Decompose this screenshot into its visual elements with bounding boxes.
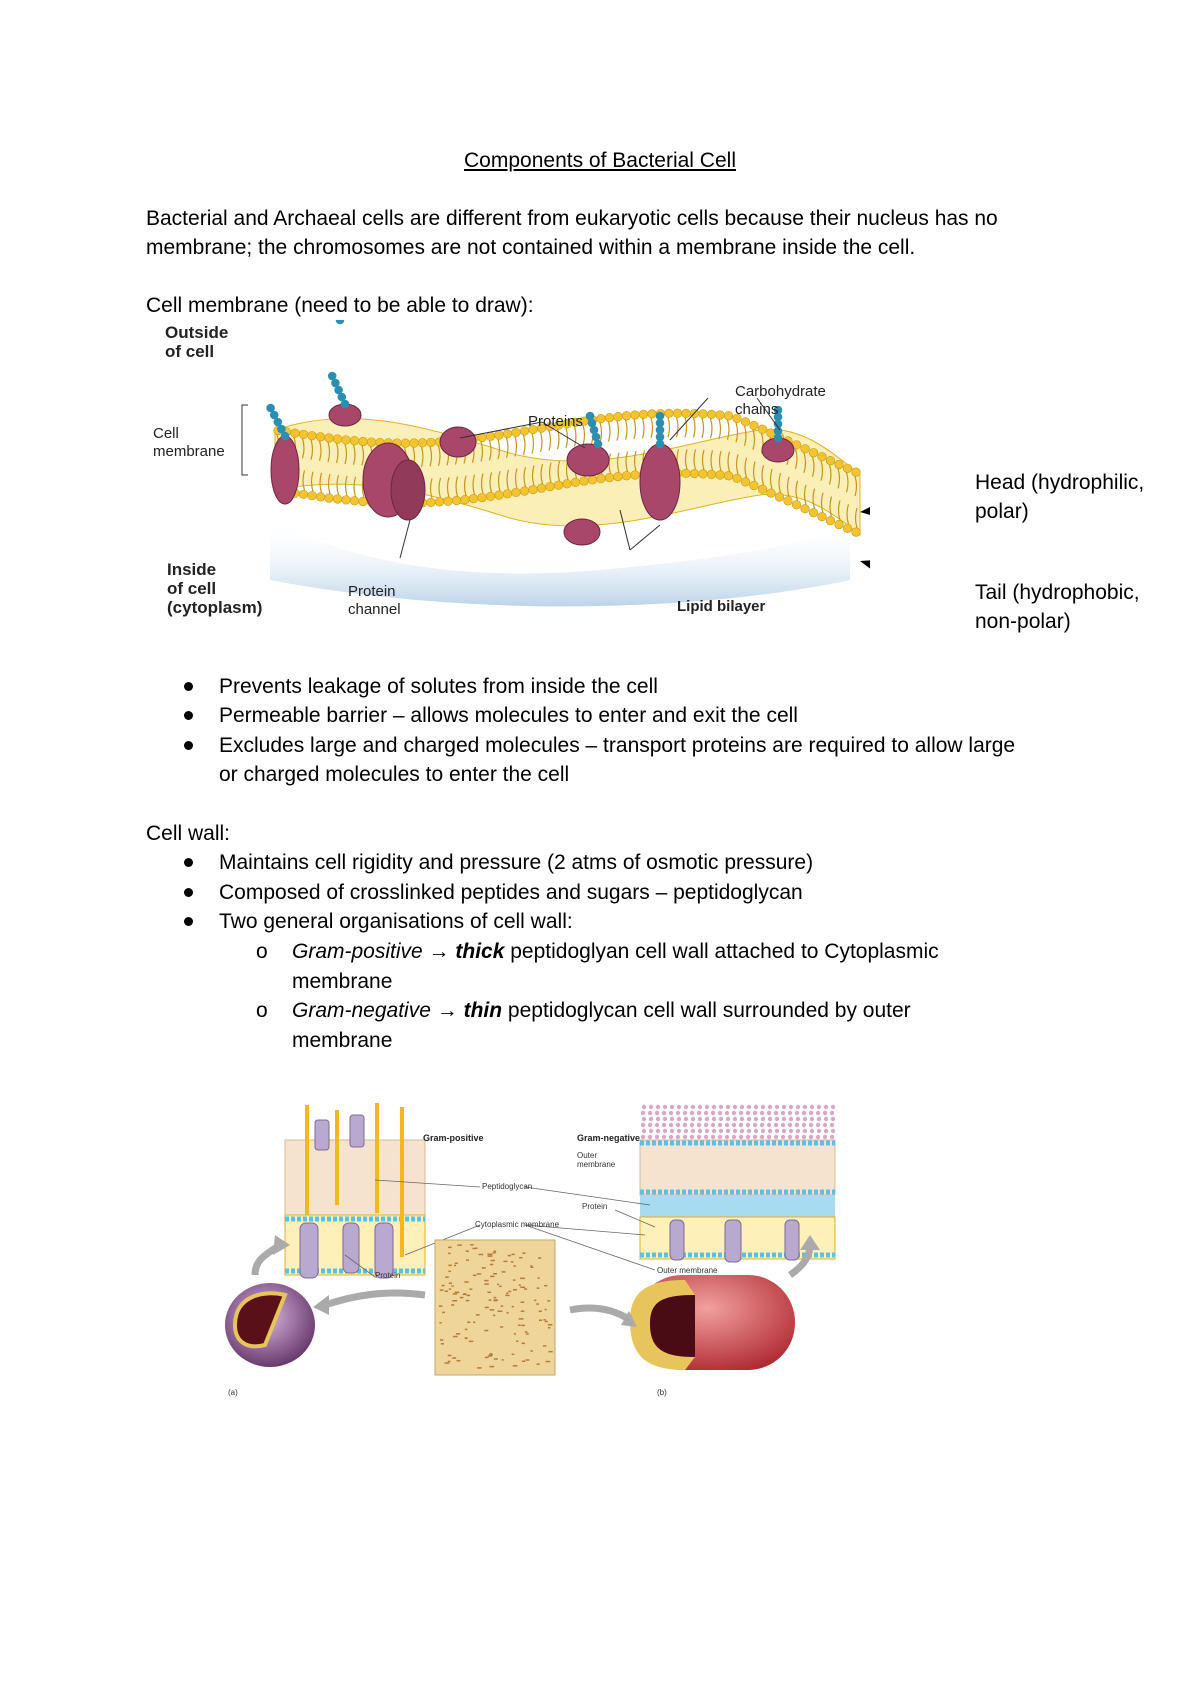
- membrane-bullet-3-cont: or charged molecules to enter the cell: [219, 763, 570, 786]
- cell-membrane-heading: Cell membrane (need to be able to draw):: [146, 294, 534, 317]
- label-cell-membrane-2: membrane: [153, 443, 225, 460]
- label-inside-3: (cytoplasm): [167, 598, 263, 617]
- gram-negative-term: Gram-negative: [292, 999, 431, 1022]
- bullet-dot: [184, 917, 193, 926]
- label-tail-1: Tail (hydrophobic,: [975, 581, 1140, 604]
- label-protein-channel-1: Protein: [348, 583, 396, 600]
- gram-negative-desc: peptidoglycan cell wall surrounded by ou…: [507, 999, 911, 1022]
- intro-line-1: Bacterial and Archaeal cells are differe…: [146, 207, 998, 230]
- thick-term: thick: [455, 940, 505, 963]
- label-outside-2: of cell: [165, 342, 215, 361]
- arrow-icon: →: [436, 999, 458, 1022]
- label-peptidoglycan: Peptidoglycan: [482, 1182, 533, 1191]
- label-cytoplasmic-membrane: Cytoplasmic membrane: [475, 1220, 560, 1229]
- label-protein-channel-2: channel: [348, 601, 401, 618]
- gram-negative-cont: membrane: [292, 1029, 393, 1052]
- label-protein-lower: Protein: [375, 1271, 401, 1280]
- gram-positive-line: Gram-positive → thick peptidoglyan cell …: [292, 937, 939, 966]
- page-title: Components of Bacterial Cell: [464, 149, 736, 172]
- membrane-bullet-2: Permeable barrier – allows molecules to …: [219, 704, 798, 727]
- label-outer-membrane: Outer membrane: [657, 1266, 718, 1275]
- bullet-dot: [184, 682, 193, 691]
- label-carbohydrate-1: Carbohydrate: [735, 383, 826, 400]
- label-outside-1: Outside: [165, 323, 229, 342]
- label-lipid-bilayer: Lipid bilayer: [677, 598, 766, 615]
- cell-wall-figure: Gram-positive Gram-negative Outer membra…: [225, 1095, 905, 1415]
- wall-bullet-2: Composed of crosslinked peptides and sug…: [219, 881, 803, 904]
- bullet-dot: [184, 858, 193, 867]
- membrane-diagram: [241, 287, 951, 607]
- label-inside-2: of cell: [167, 579, 217, 598]
- wall-bullet-3: Two general organisations of cell wall:: [219, 910, 573, 933]
- intro-line-2: membrane; the chromosomes are not contai…: [146, 236, 916, 259]
- label-carbohydrate-2: chains: [735, 401, 779, 418]
- gram-positive-desc: peptidoglyan cell wall attached to Cytop…: [510, 940, 939, 963]
- cell-membrane-figure: Outside of cell Cell membrane Inside of …: [150, 287, 951, 630]
- label-tail-2: non-polar): [975, 610, 1071, 633]
- bullet-dot: [184, 711, 193, 720]
- cell-wall-diagram: [225, 1103, 836, 1376]
- label-head-1: Head (hydrophilic,: [975, 471, 1145, 494]
- label-gram-negative: Gram-negative: [577, 1133, 641, 1143]
- thin-term: thin: [463, 999, 503, 1022]
- label-panel-a: (a): [228, 1388, 238, 1397]
- label-cell-membrane-1: Cell: [153, 425, 179, 442]
- cell-wall-heading: Cell wall:: [146, 822, 231, 845]
- label-outer-1: Outer: [577, 1151, 598, 1160]
- label-head-2: polar): [975, 500, 1029, 523]
- label-panel-b: (b): [657, 1388, 667, 1397]
- micrograph-cells: [439, 1244, 553, 1369]
- bullet-dot: [184, 741, 193, 750]
- sub-marker: o: [256, 999, 268, 1022]
- gram-positive-term: Gram-positive: [292, 940, 423, 963]
- label-inside-1: Inside: [167, 560, 217, 579]
- bullet-dot: [184, 888, 193, 897]
- label-gram-positive: Gram-positive: [423, 1133, 484, 1143]
- label-protein: Protein: [582, 1202, 608, 1211]
- gram-positive-cont: membrane: [292, 970, 393, 993]
- membrane-bullet-1: Prevents leakage of solutes from inside …: [219, 675, 658, 698]
- gram-negative-line: Gram-negative → thin peptidoglycan cell …: [292, 996, 911, 1025]
- label-outer-2: membrane: [577, 1160, 616, 1169]
- arrow-icon: →: [428, 940, 450, 963]
- lipopolysaccharide-chains: [640, 1104, 836, 1140]
- wall-bullet-1: Maintains cell rigidity and pressure (2 …: [219, 851, 814, 874]
- label-proteins: Proteins: [528, 413, 584, 430]
- membrane-bullet-3: Excludes large and charged molecules – t…: [219, 734, 1016, 757]
- sub-marker: o: [256, 940, 268, 963]
